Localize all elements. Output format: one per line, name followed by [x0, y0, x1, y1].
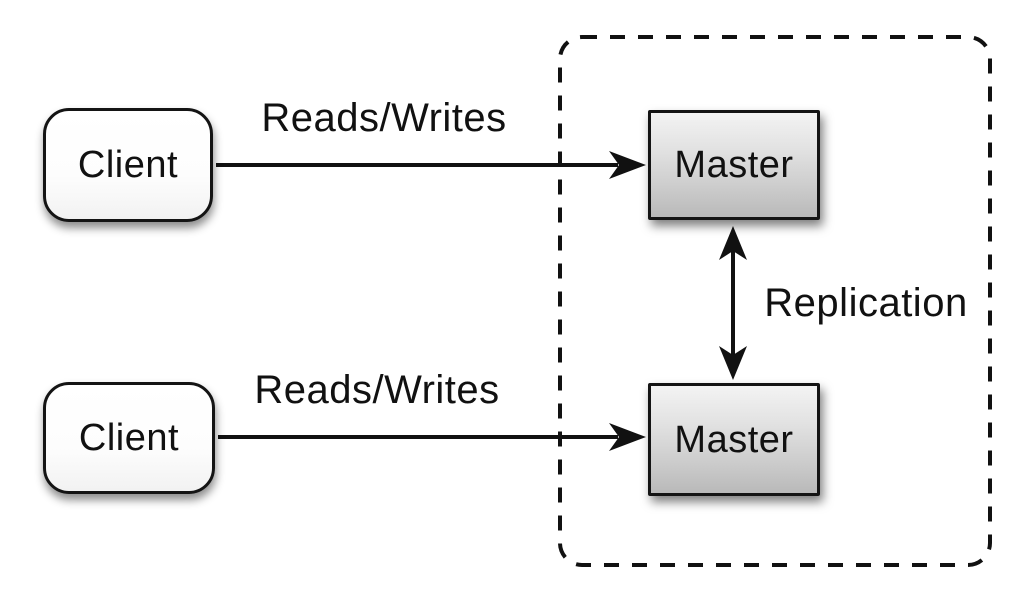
master-node-bottom: Master	[648, 383, 820, 496]
client-node-top: Client	[43, 108, 213, 222]
reads-writes-label-top: Reads/Writes	[261, 96, 507, 140]
replication-arrow	[719, 226, 747, 380]
master-node-top: Master	[648, 110, 820, 220]
client-node-label: Client	[77, 144, 179, 186]
arrowhead-right-icon	[609, 151, 646, 179]
reads-writes-label-bottom: Reads/Writes	[254, 368, 500, 412]
client-node-label: Client	[78, 417, 180, 459]
arrowhead-right-icon	[609, 423, 646, 451]
reads-writes-arrow-bottom	[218, 423, 646, 451]
arrowhead-down-icon	[719, 346, 747, 380]
client-node-bottom: Client	[43, 382, 215, 494]
replication-label: Replication	[764, 281, 968, 325]
arrowhead-up-icon	[719, 226, 747, 260]
master-node-label: Master	[674, 418, 794, 461]
reads-writes-arrow-top	[216, 151, 646, 179]
master-group-dashed-border	[558, 35, 992, 567]
master-node-label: Master	[674, 144, 794, 186]
